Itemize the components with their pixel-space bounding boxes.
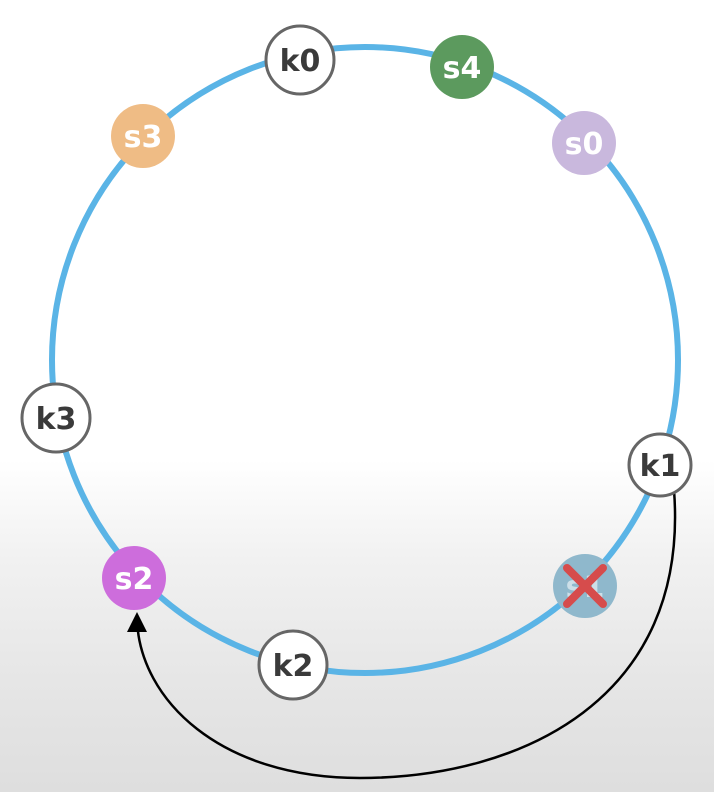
key-label-k1: k1 <box>640 449 681 484</box>
server-label-s4: s4 <box>443 51 482 86</box>
server-node-s4: s4 <box>430 35 494 99</box>
server-label-s2: s2 <box>115 562 154 597</box>
server-node-s0: s0 <box>552 111 616 175</box>
server-node-s1-removed: s1 <box>553 554 617 618</box>
arrowhead-icon <box>127 612 147 632</box>
key-node-k2: k2 <box>257 629 329 701</box>
server-node-s3: s3 <box>111 104 175 168</box>
key-node-k1: k1 <box>627 432 693 498</box>
server-label-s0: s0 <box>565 127 604 162</box>
x-mark-icon <box>563 564 607 608</box>
hash-ring <box>49 44 681 676</box>
key-label-k2: k2 <box>273 649 314 684</box>
redirect-arrow-icon <box>135 489 677 780</box>
key-label-k0: k0 <box>280 44 321 79</box>
server-label-s3: s3 <box>124 120 163 155</box>
key-label-k3: k3 <box>36 402 77 437</box>
key-node-k0: k0 <box>264 24 336 96</box>
server-node-s2: s2 <box>102 546 166 610</box>
key-node-k3: k3 <box>20 382 92 454</box>
